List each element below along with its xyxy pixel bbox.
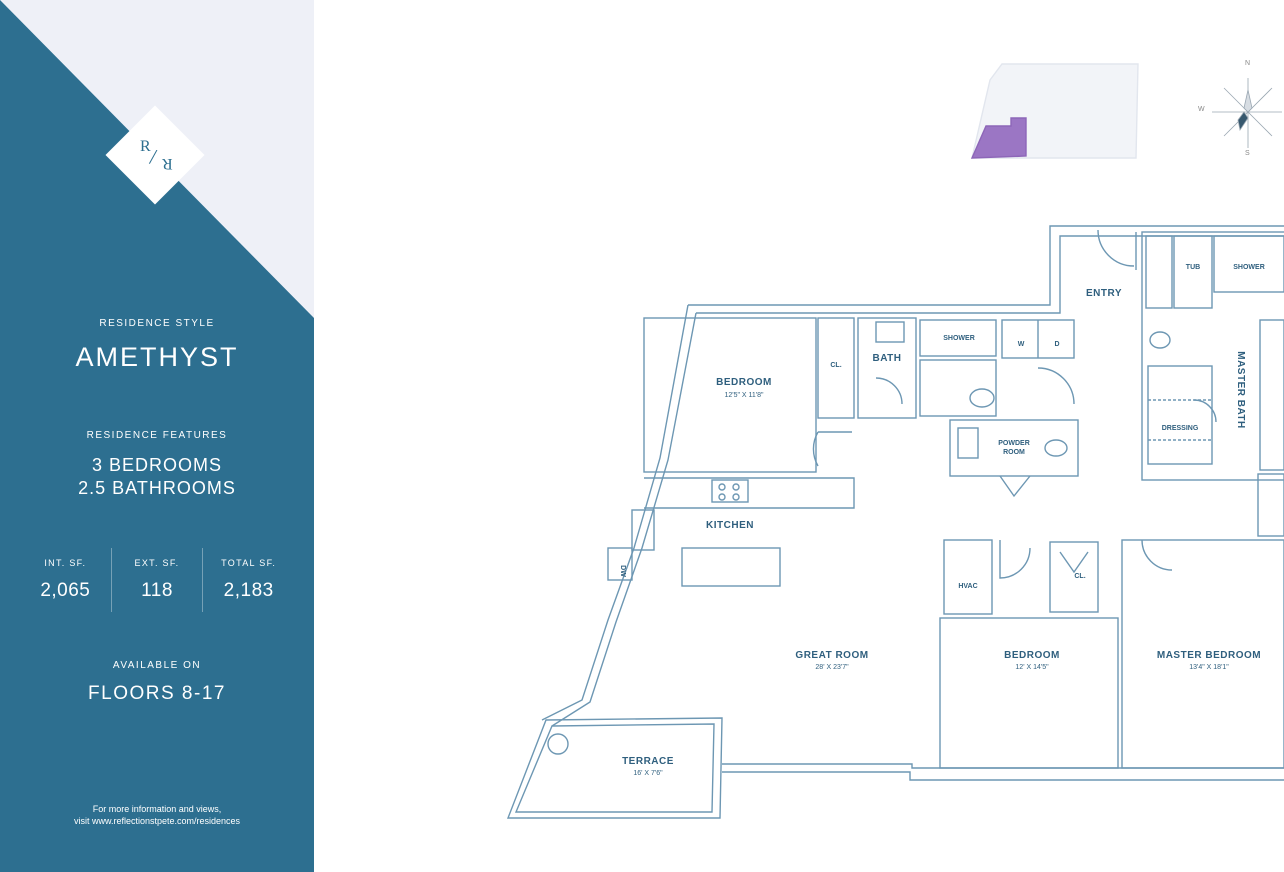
terrace-label: TERRACE [622, 756, 674, 767]
keyplan-unit-highlight [970, 117, 1027, 159]
bath-label: BATH [872, 353, 902, 364]
powder-door [999, 475, 1031, 498]
terrace-outline-inner [514, 723, 715, 813]
kitchen-island [681, 547, 781, 587]
bath-vanity [875, 321, 905, 343]
shower-2-label: SHOWER [1233, 264, 1265, 271]
master-bedroom-dimensions: 13'4" X 18'1" [1189, 664, 1229, 671]
bath-walls [857, 317, 917, 419]
bedroom-1-dimensions: 12'5" X 11'8" [724, 392, 764, 399]
available-on-label: AVAILABLE ON [112, 660, 202, 671]
closet-1 [817, 317, 855, 419]
stat-label: INT. SF. [44, 558, 87, 568]
toilet-room [919, 359, 997, 417]
shower-2 [1213, 235, 1284, 293]
stat-value: 118 [141, 580, 173, 601]
outer-wall-west-inner [551, 312, 697, 727]
hvac-closet [943, 539, 993, 615]
sidebar-panel: R / R RESIDENCE STYLE AMETHYST RESIDENCE… [0, 0, 314, 872]
residence-features-label: RESIDENCE FEATURES [86, 430, 228, 441]
south-wall [722, 771, 1284, 781]
powder-room-label: POWDER ROOM [998, 440, 1030, 456]
dishwasher [607, 547, 633, 581]
wc-closet [1145, 235, 1173, 309]
bedrooms-count: 3 BEDROOMS [91, 455, 223, 475]
tub [1173, 235, 1213, 309]
master-bedroom-label: MASTER BEDROOM [1156, 650, 1262, 661]
powder-room-walls [949, 419, 1079, 477]
powder-vanity [957, 427, 979, 459]
toilet-1 [969, 388, 995, 408]
terrace-dimensions: 16' X 7'6" [633, 770, 663, 777]
toilet-3 [1149, 331, 1171, 349]
master-vanity [1259, 319, 1284, 471]
master-closet [1257, 473, 1284, 537]
residence-style-name: AMETHYST [75, 342, 239, 372]
closet-2-label: CL. [1074, 573, 1086, 580]
logo-letter-left: R [140, 138, 151, 155]
stat-total: TOTAL SF. 2,183 [202, 548, 294, 612]
dressing-area [1147, 365, 1213, 465]
bathrooms-count: 2.5 BATHROOMS [78, 478, 236, 498]
outer-wall-west [541, 304, 689, 721]
great-room-label: GREAT ROOM [795, 650, 869, 661]
shower-1 [919, 319, 997, 357]
compass-west: W [1198, 106, 1205, 113]
washer-label: W [1017, 341, 1025, 348]
dishwasher-label: DW [619, 565, 626, 577]
residence-style-label: RESIDENCE STYLE [99, 318, 215, 329]
entry-door [1097, 229, 1135, 267]
tub-label: TUB [1185, 264, 1201, 271]
dressing-door [1193, 399, 1217, 423]
entry-label: ENTRY [1085, 288, 1123, 299]
master-bath-label: MASTER BATH [1235, 351, 1246, 429]
bedroom-1-label: BEDROOM [716, 377, 772, 388]
available-floors: FLOORS 8-17 [88, 683, 226, 704]
floor-plan: N W S BEDROOM 12'5" X 11'8" CL. BATH SHO… [314, 0, 1284, 872]
stat-value: 2,065 [40, 580, 91, 601]
stat-label: EXT. SF. [134, 558, 180, 568]
info-line-1: For more information and views, [92, 804, 222, 814]
closet-1-label: CL. [830, 362, 842, 369]
closet-2 [1049, 541, 1099, 613]
master-bedroom-door [1141, 539, 1173, 571]
bedroom-1-walls [643, 317, 817, 473]
stat-value: 2,183 [223, 580, 274, 601]
master-bath-walls [1141, 231, 1284, 481]
stat-label: TOTAL SF. [221, 558, 277, 568]
kitchen-counter [644, 477, 855, 509]
info-website-link[interactable]: visit www.reflectionstpete.com/residence… [73, 816, 241, 826]
shower-1-label: SHOWER [943, 335, 975, 342]
bedroom-2-dimensions: 12' X 14'5" [1015, 664, 1049, 671]
great-room-dimensions: 28' X 23'7" [815, 664, 849, 671]
closet-2-door [1059, 551, 1089, 574]
floor-plan-drawing [506, 63, 1284, 819]
square-footage-stats: INT. SF. 2,065 EXT. SF. 118 TOTAL SF. 2,… [20, 548, 294, 612]
dryer-label: D [1054, 341, 1060, 348]
bath-door [875, 377, 903, 405]
compass-south: S [1245, 150, 1250, 157]
stat-interior: INT. SF. 2,065 [20, 548, 111, 612]
terrace-planter [547, 733, 569, 755]
stat-exterior: EXT. SF. 118 [110, 548, 203, 612]
master-bedroom-walls [1121, 539, 1284, 769]
bedroom-1-door [812, 431, 852, 467]
logo-letter-right: R [162, 155, 173, 172]
bedroom-2-label: BEDROOM [1004, 650, 1060, 661]
laundry-door [1037, 367, 1075, 405]
toilet-2 [1044, 439, 1068, 457]
brand-logo-letters: R / R [120, 120, 190, 190]
kitchen-label: KITCHEN [706, 520, 754, 531]
sink-counter [631, 509, 655, 551]
compass-north: N [1245, 60, 1251, 67]
terrace-outline [506, 717, 723, 819]
outer-wall-inner [696, 235, 1284, 314]
dressing-label: DRESSING [1161, 425, 1199, 432]
hvac-label: HVAC [958, 583, 978, 590]
outer-wall [688, 225, 1284, 306]
bedroom-2-walls [939, 617, 1119, 769]
bedroom-2-door [999, 540, 1031, 579]
cooktop [711, 479, 749, 503]
compass-rose [1212, 78, 1282, 148]
